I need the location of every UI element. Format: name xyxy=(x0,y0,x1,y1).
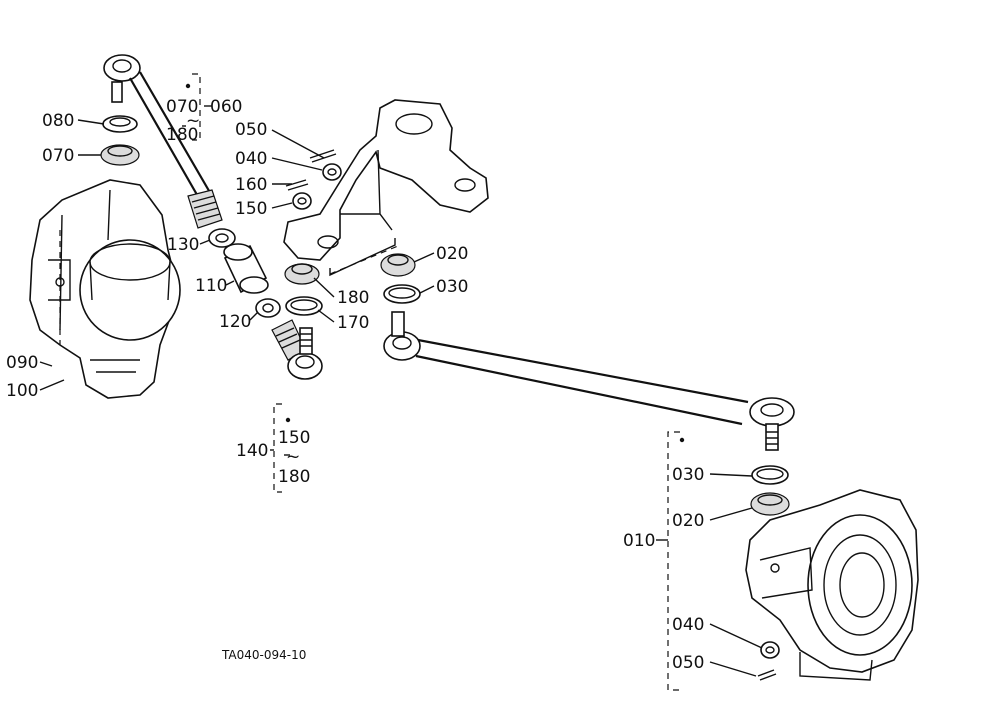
steering-arm xyxy=(283,99,489,277)
drag-link-rod xyxy=(103,54,223,229)
callout-070-left: 070 xyxy=(42,146,74,166)
drawing-code: TA040-094-10 xyxy=(221,648,306,662)
boot-180-mid xyxy=(284,263,320,285)
sleeve-110 xyxy=(223,243,269,294)
bracket-060 xyxy=(192,73,201,141)
seal-080-left xyxy=(102,115,138,133)
callout-090: 090 xyxy=(6,353,38,373)
callout-040-low: 040 xyxy=(672,615,704,635)
callout-010: 010 xyxy=(623,531,655,551)
nut-130 xyxy=(208,228,236,248)
bracket-140 xyxy=(273,403,282,493)
callout-020-low: 020 xyxy=(672,511,704,531)
boot-020-low xyxy=(750,492,790,516)
callout-120: 120 xyxy=(219,312,251,332)
tie-rod-010 xyxy=(383,311,795,451)
callout-080: 080 xyxy=(42,111,74,131)
ring-030-top xyxy=(383,284,421,304)
group-dash-mid xyxy=(329,245,399,275)
callout-030-top: 030 xyxy=(436,277,468,297)
boot-020-top xyxy=(380,253,416,277)
tilde-060: ~ xyxy=(186,111,200,131)
callout-050-top: 050 xyxy=(235,120,267,140)
left-knuckle-housing xyxy=(29,179,181,399)
ring-030-low xyxy=(751,465,789,485)
seal-070-left xyxy=(100,144,140,166)
nut-150-top xyxy=(292,192,312,210)
leader-lines xyxy=(39,105,763,677)
cotter-pin-050-low xyxy=(757,669,777,681)
callout-040-top: 040 xyxy=(235,149,267,169)
bracket-010 xyxy=(667,431,680,691)
callout-070-top: 070 xyxy=(166,97,198,117)
nut-040-low xyxy=(760,641,780,659)
callout-110: 110 xyxy=(195,276,227,296)
callout-100: 100 xyxy=(6,381,38,401)
tilde-140: ~ xyxy=(286,447,300,467)
callout-150-top: 150 xyxy=(235,199,267,219)
callout-150-mid: 150 xyxy=(278,428,310,448)
callout-160: 160 xyxy=(235,175,267,195)
callout-030-low: 030 xyxy=(672,465,704,485)
callout-130: 130 xyxy=(167,235,199,255)
callout-050-low: 050 xyxy=(672,653,704,673)
ring-170 xyxy=(285,296,323,316)
callout-180-mid: 180 xyxy=(337,288,369,308)
right-knuckle-housing xyxy=(745,489,919,681)
ball-joint-140 xyxy=(271,319,323,380)
nut-120 xyxy=(255,298,281,318)
callout-170: 170 xyxy=(337,313,369,333)
callout-020-top: 020 xyxy=(436,244,468,264)
callout-180-top: 180 xyxy=(166,125,198,145)
cotter-pin-160 xyxy=(285,179,309,191)
callout-060: 060 xyxy=(210,97,242,117)
callout-180-low: 180 xyxy=(278,467,310,487)
nut-040-top xyxy=(322,163,342,181)
callout-140: 140 xyxy=(236,441,268,461)
